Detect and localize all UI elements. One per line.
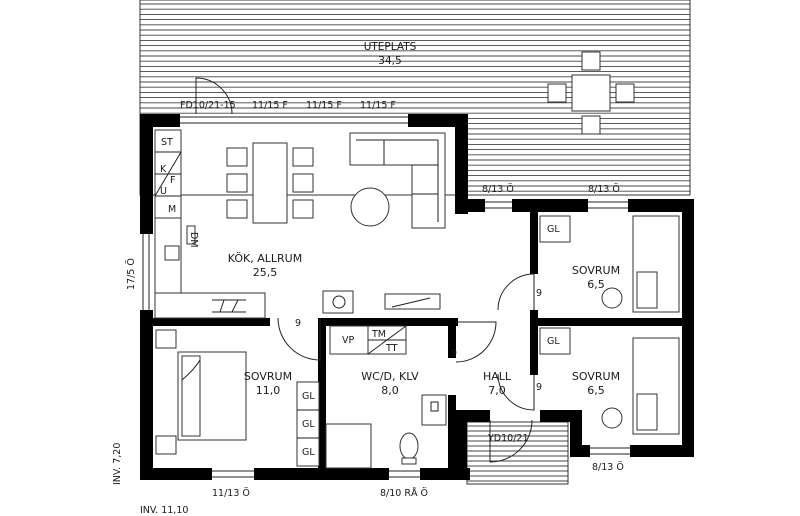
wardrobe-label-3: GL <box>302 447 315 458</box>
unit-u: U <box>160 186 167 197</box>
inv-width: INV. 11,10 <box>140 505 188 516</box>
wc-fixtures <box>325 325 447 469</box>
terrace-furniture <box>547 51 635 135</box>
dining-set <box>226 142 314 224</box>
window-label-top-3: 11/15 F <box>360 100 396 111</box>
gl-lower-label: GL <box>547 336 560 347</box>
window-label-top-2: 11/15 F <box>306 100 342 111</box>
hall-name: HALL <box>483 370 512 383</box>
wardrobe-label-1: GL <box>302 391 315 402</box>
kitchen-appliances <box>322 290 441 314</box>
bedroom-lower-right-name: SOVRUM <box>572 370 620 383</box>
labels: UTEPLATS 34,5 FD10/21-15 11/15 F 11/15 F… <box>112 41 624 516</box>
unit-st: ST <box>161 137 173 148</box>
window-label-bed1: 8/13 Ö <box>482 184 514 195</box>
bedroom-upper-right-area: 6,5 <box>587 278 605 291</box>
bedroom-left-area: 11,0 <box>256 384 281 397</box>
bedrooms-right <box>539 215 680 435</box>
door-width-wc: 9 <box>451 348 457 359</box>
kitchen-name: KÖK, ALLRUM <box>228 252 302 265</box>
window-label-fd: FD10/21-15 <box>180 100 236 111</box>
unit-f: F <box>170 175 175 186</box>
terrace-name: UTEPLATS <box>364 41 417 53</box>
hall-area: 7,0 <box>488 384 506 397</box>
unit-m: M <box>168 204 176 215</box>
wc-name: WC/D, KLV <box>361 370 419 383</box>
terrace-area: 34,5 <box>378 55 401 67</box>
vp-label: VP <box>342 335 354 346</box>
window-label-bed2: 8/13 Ö <box>588 184 620 195</box>
dm-label: DM <box>188 232 199 248</box>
inv-height: INV. 7,20 <box>112 443 123 485</box>
unit-k: K <box>160 164 167 175</box>
entry-step <box>466 421 569 485</box>
window-label-bottom-left: 11/13 Ö <box>212 488 250 499</box>
kitchen-area: 25,5 <box>253 266 278 279</box>
gl-upper-label: GL <box>547 224 560 235</box>
window-label-bottom-right: 8/13 Ö <box>592 462 624 473</box>
window-label-top-1: 11/15 F <box>252 100 288 111</box>
window-label-bottom-mid: 8/10 RÅ Ö <box>380 487 428 499</box>
door-width-kitchen: 9 <box>295 318 301 329</box>
bedroom-left-name: SOVRUM <box>244 370 292 383</box>
bedroom-upper-right-name: SOVRUM <box>572 264 620 277</box>
window-marks <box>142 116 630 478</box>
tt-label: TT <box>385 343 398 354</box>
kitchen-counter <box>154 129 266 319</box>
bedroom-lower-right-area: 6,5 <box>587 384 605 397</box>
sofa <box>349 132 446 229</box>
wc-area: 8,0 <box>381 384 399 397</box>
door-swings <box>195 77 535 463</box>
walls <box>140 114 694 480</box>
entry-door-label: YD10/21 <box>487 433 529 444</box>
door-width-bed-lower: 9 <box>536 382 542 393</box>
window-label-left: 17/5 Ö <box>126 258 137 290</box>
door-width-bed-upper: 9 <box>536 288 542 299</box>
wardrobe-label-2: GL <box>302 419 315 430</box>
tm-label: TM <box>371 329 386 340</box>
bed-left <box>155 329 320 467</box>
